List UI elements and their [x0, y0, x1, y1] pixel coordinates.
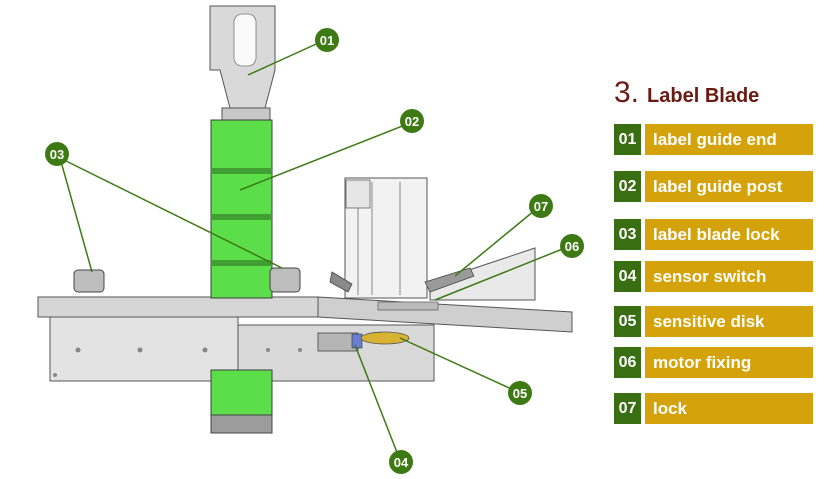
legend-item-06: 06 motor fixing	[614, 347, 813, 378]
bolt-hole	[298, 348, 302, 352]
callout-01: 01	[315, 28, 339, 52]
bolt-hole	[75, 347, 81, 353]
guide-post-upper	[210, 119, 273, 299]
lock-knob-right	[269, 267, 301, 293]
legend-badge: 04	[614, 261, 641, 292]
callout-04: 04	[389, 450, 413, 474]
post-ring	[211, 168, 272, 174]
legend-label: label blade lock	[645, 219, 813, 250]
leader-07	[454, 205, 541, 277]
legend-badge: 07	[614, 393, 641, 424]
callout-05: 05	[508, 381, 532, 405]
sensor-switch	[351, 333, 363, 349]
leader-03b	[59, 157, 283, 269]
callout-lines	[59, 39, 571, 461]
legend-badge: 05	[614, 306, 641, 337]
bolt-hole	[266, 348, 270, 352]
svg-text:01: 01	[320, 33, 334, 48]
leader-02	[239, 122, 411, 191]
legend-title: 3. Label Blade	[614, 76, 759, 116]
lock-lever	[424, 267, 475, 293]
svg-text:03: 03	[50, 147, 64, 162]
motor-cap	[345, 179, 371, 209]
legend-item-04: 04 sensor switch	[614, 261, 813, 292]
title-number: 3.	[614, 76, 640, 109]
guide-end-slot	[233, 13, 257, 67]
legend-label: label guide post	[645, 171, 813, 202]
legend-badge: 06	[614, 347, 641, 378]
leader-03a	[59, 157, 93, 273]
guide-post-lower	[210, 369, 273, 423]
top-plate	[37, 296, 319, 318]
legend-label: lock	[645, 393, 813, 424]
legend-label: motor fixing	[645, 347, 813, 378]
motor-fixing-plate	[429, 247, 536, 301]
svg-text:07: 07	[534, 199, 548, 214]
motor-body	[344, 177, 428, 299]
post-ring	[211, 214, 272, 220]
legend-label: sensor switch	[645, 261, 813, 292]
small-lever	[329, 271, 353, 293]
leader-06	[434, 245, 571, 301]
legend-badge: 02	[614, 171, 641, 202]
legend-item-03: 03 label blade lock	[614, 219, 813, 250]
svg-text:04: 04	[394, 455, 409, 470]
legend-item-02: 02 label guide post	[614, 171, 813, 202]
leader-04	[354, 344, 401, 461]
legend-item-01: 01 label guide end	[614, 124, 813, 155]
leader-05	[399, 337, 519, 393]
bolt-hole	[53, 373, 57, 377]
callout-07: 07	[529, 194, 553, 218]
plate-slot	[377, 301, 439, 311]
legend-item-07: 07 lock	[614, 393, 813, 424]
title-text: Label Blade	[647, 85, 760, 107]
lower-housing	[49, 314, 239, 382]
legend-item-05: 05 sensitive disk	[614, 306, 813, 337]
bolt-hole	[137, 347, 143, 353]
callout-06: 06	[560, 234, 584, 258]
lock-knob-left	[73, 269, 105, 293]
legend-badge: 03	[614, 219, 641, 250]
post-bottom	[210, 414, 273, 434]
callout-03: 03	[45, 142, 69, 166]
legend-label: label guide end	[645, 124, 813, 155]
sensitive-disk	[360, 331, 410, 345]
legend-badge: 01	[614, 124, 641, 155]
machine-diagram: 01 02 03 04 05 06 07	[37, 5, 584, 474]
svg-text:05: 05	[513, 386, 527, 401]
legend-label: sensitive disk	[645, 306, 813, 337]
post-ring	[211, 260, 272, 266]
svg-text:06: 06	[565, 239, 579, 254]
leader-01	[247, 39, 326, 76]
bolt-hole	[202, 347, 208, 353]
svg-text:02: 02	[405, 114, 419, 129]
callout-02: 02	[400, 109, 424, 133]
